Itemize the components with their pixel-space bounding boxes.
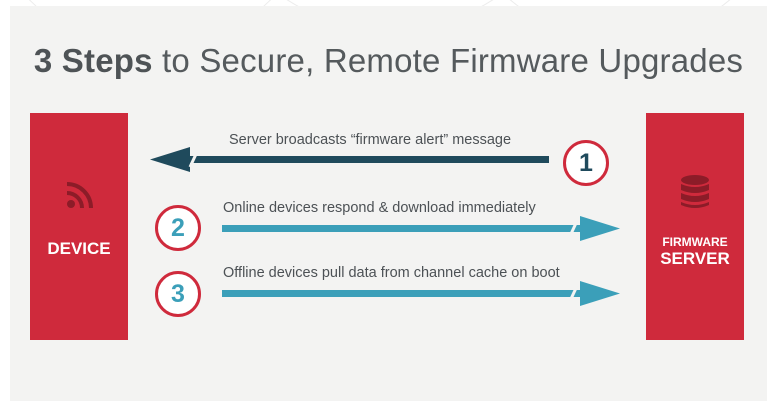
firmware-server-box: FIRMWARE SERVER xyxy=(646,113,744,340)
database-icon xyxy=(681,175,709,208)
diagram-panel xyxy=(10,6,767,401)
title-rest: to Secure, Remote Firmware Upgrades xyxy=(152,42,744,79)
step-1-message: Server broadcasts “firmware alert” messa… xyxy=(229,132,512,148)
arrow-step-1 xyxy=(150,147,549,172)
server-label-small: FIRMWARE xyxy=(662,235,728,249)
step-3-badge: 3 xyxy=(155,271,201,317)
diagram-title: 3 Steps to Secure, Remote Firmware Upgra… xyxy=(0,42,777,80)
device-box: DEVICE xyxy=(30,113,128,340)
step-3-message: Offline devices pull data from channel c… xyxy=(223,265,560,281)
server-label: FIRMWARE SERVER xyxy=(646,235,744,269)
title-bold: 3 Steps xyxy=(33,42,153,79)
arrow-step-2 xyxy=(222,216,620,241)
wifi-signal-icon xyxy=(66,182,93,209)
step-2-badge: 2 xyxy=(155,205,201,251)
step-2-message: Online devices respond & download immedi… xyxy=(223,200,536,216)
step-1-badge: 1 xyxy=(563,140,609,186)
device-label: DEVICE xyxy=(47,239,111,258)
server-label-big: SERVER xyxy=(660,249,730,268)
arrow-step-3 xyxy=(222,281,620,306)
